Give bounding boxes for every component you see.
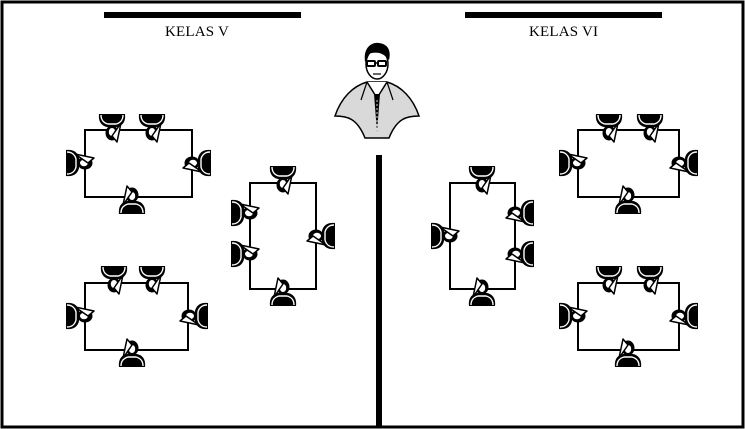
table bbox=[84, 129, 193, 198]
blackboard-right bbox=[465, 12, 662, 18]
table-group-5 bbox=[558, 113, 699, 215]
divider-wall bbox=[376, 155, 382, 427]
table bbox=[577, 129, 680, 198]
table-group-3 bbox=[230, 165, 336, 307]
table bbox=[84, 282, 189, 351]
class-label-left: KELAS V bbox=[165, 24, 230, 40]
blackboard-left bbox=[104, 12, 301, 18]
table-group-1 bbox=[65, 113, 212, 215]
table-group-2 bbox=[65, 265, 209, 368]
teacher-icon bbox=[333, 42, 421, 139]
table bbox=[449, 182, 516, 290]
table-group-6 bbox=[558, 265, 699, 368]
table bbox=[577, 282, 680, 351]
table-group-4 bbox=[430, 165, 535, 307]
class-label-right: KELAS VI bbox=[529, 24, 599, 40]
table bbox=[249, 182, 317, 290]
